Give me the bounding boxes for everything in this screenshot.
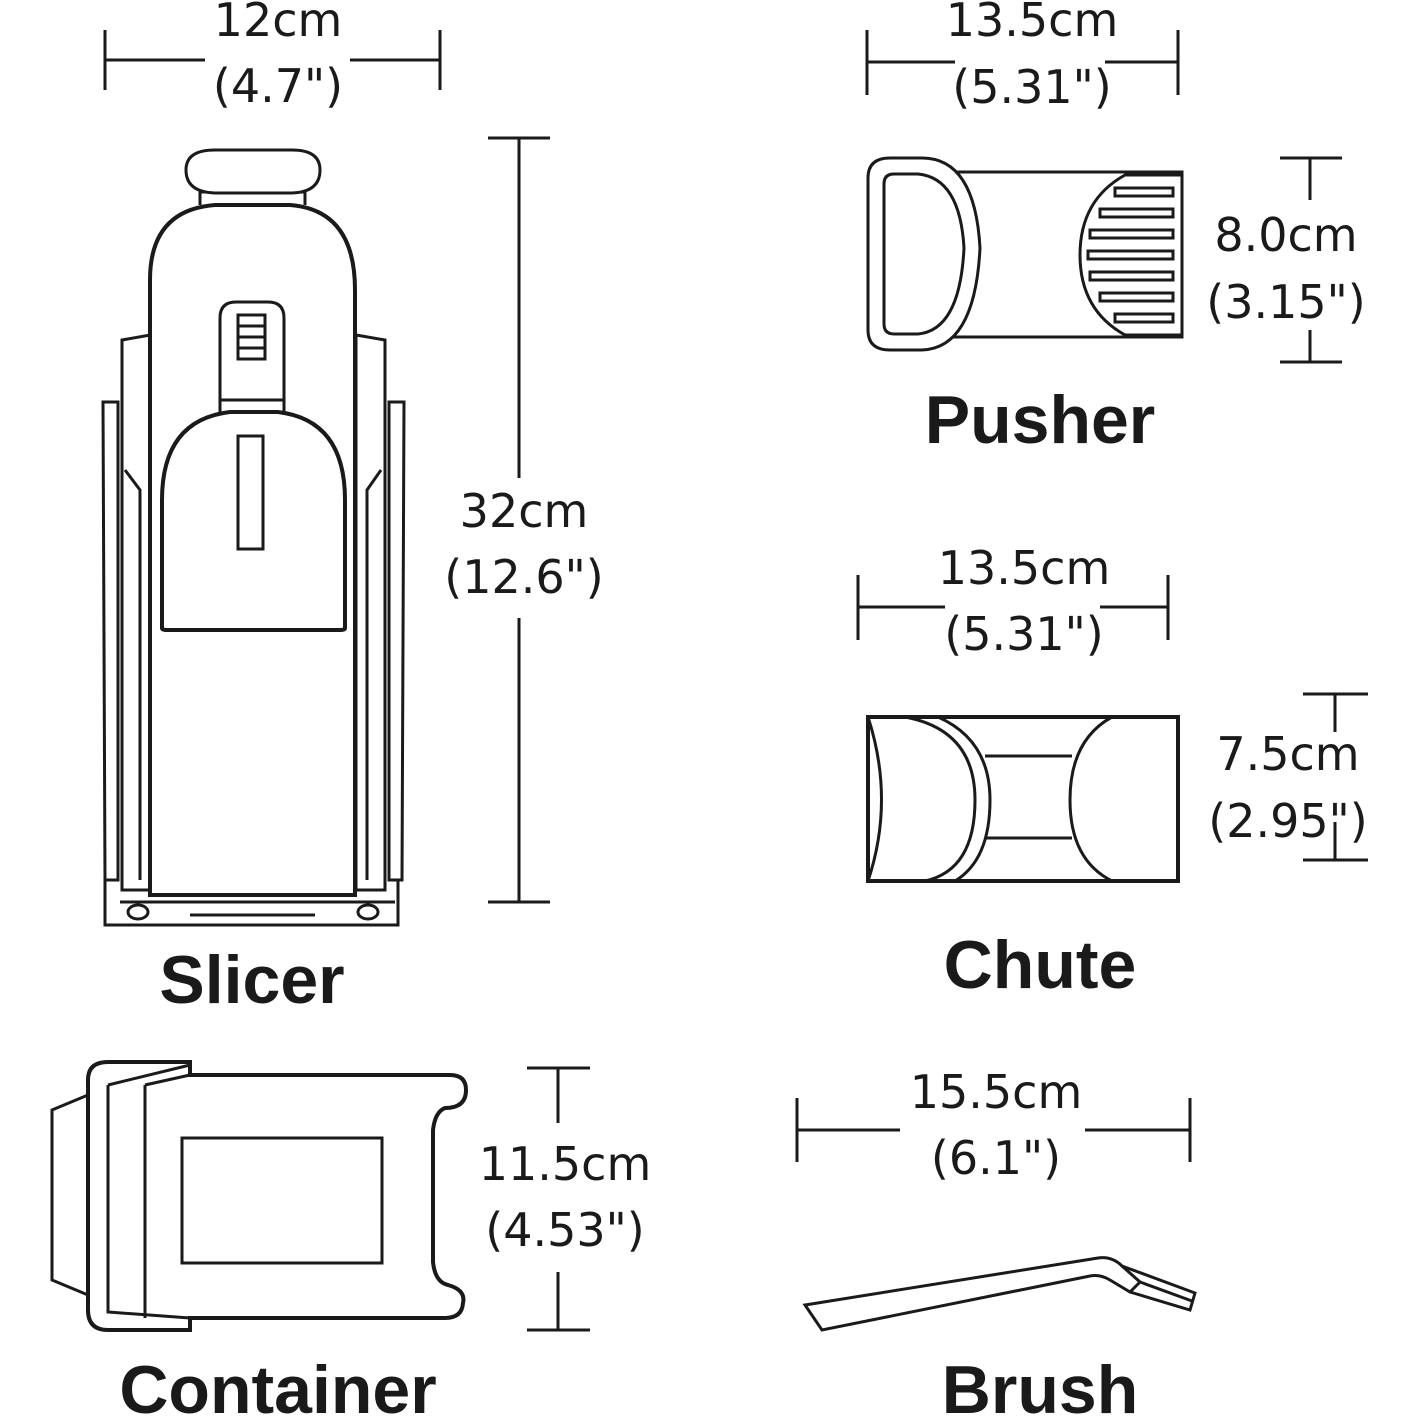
slicer-height-dimension: 32cm (12.6") (444, 136, 604, 904)
slicer-height-imperial: (12.6") (444, 550, 603, 604)
slicer-width-imperial: (4.7") (213, 59, 343, 113)
slicer-height-metric: 32cm (460, 484, 589, 538)
container-label: Container (119, 1352, 436, 1420)
pusher-height-imperial: (3.15") (1206, 275, 1365, 329)
chute-height-metric: 7.5cm (1216, 727, 1359, 781)
pusher-label: Pusher (925, 382, 1156, 458)
container-height-metric: 11.5cm (479, 1137, 652, 1191)
chute-drawing (866, 715, 1180, 883)
brush-width-dimension: 15.5cm (6.1") (795, 1065, 1192, 1185)
container-drawing (50, 1060, 469, 1332)
pusher-grid (1086, 186, 1175, 324)
container-height-dimension: 11.5cm (4.53") (479, 1066, 652, 1332)
brush-width-metric: 15.5cm (910, 1065, 1083, 1119)
chute-width-dimension: 13.5cm (5.31") (856, 541, 1170, 661)
chute-width-imperial: (5.31") (944, 607, 1103, 661)
pusher-height-dimension: 8.0cm (3.15") (1206, 156, 1366, 364)
chute-height-dimension: 7.5cm (2.95") (1208, 692, 1368, 862)
slicer-drawing (101, 148, 406, 927)
slicer-label: Slicer (159, 942, 344, 1018)
slicer-width-dimension: 12cm (4.7") (103, 0, 442, 113)
chute-width-metric: 13.5cm (938, 541, 1111, 595)
brush-drawing (802, 1256, 1197, 1332)
container-height-imperial: (4.53") (485, 1203, 644, 1257)
pusher-width-dimension: 13.5cm (5.31") (865, 0, 1180, 114)
pusher-width-metric: 13.5cm (946, 0, 1119, 47)
pusher-drawing (866, 156, 1184, 352)
slicer-width-metric: 12cm (214, 0, 343, 47)
chute-height-imperial: (2.95") (1208, 794, 1367, 848)
pusher-width-imperial: (5.31") (952, 60, 1111, 114)
pusher-height-metric: 8.0cm (1214, 208, 1357, 262)
brush-width-imperial: (6.1") (931, 1131, 1061, 1185)
chute-label: Chute (944, 927, 1137, 1003)
brush-label: Brush (942, 1352, 1138, 1420)
